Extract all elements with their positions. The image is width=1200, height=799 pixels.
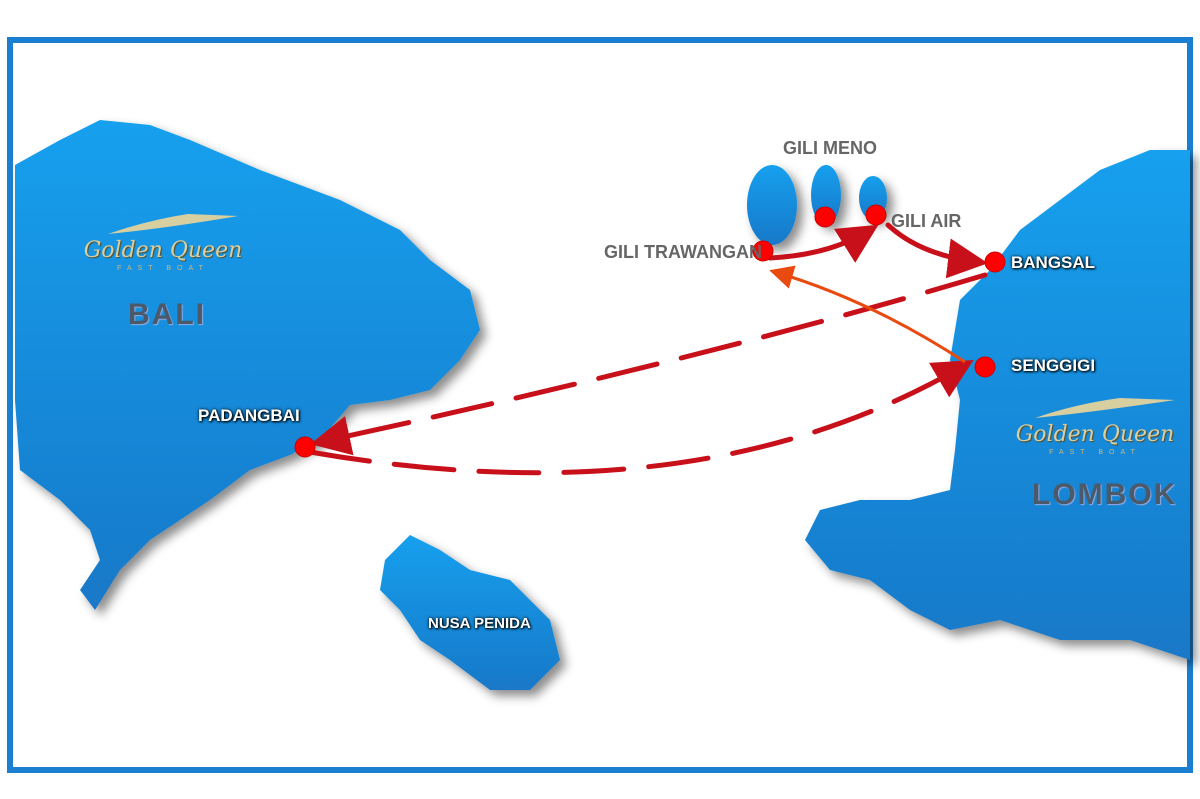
label-senggigi: SENGGIGI <box>1011 356 1096 375</box>
label-gili-meno: GILI MENO <box>783 138 877 158</box>
label-bangsal: BANGSAL <box>1011 253 1096 272</box>
route-bangsal-padangbai <box>310 272 988 456</box>
label-lombok: LOMBOK <box>1032 478 1178 511</box>
route-trawangan-gili-air <box>767 224 879 263</box>
marker-padangbai[interactable] <box>294 436 316 458</box>
boat-icon <box>1035 398 1175 418</box>
label-gili-air: GILI AIR <box>891 211 962 231</box>
marker-gili-trawangan[interactable] <box>752 240 774 262</box>
lombok-island <box>805 150 1190 660</box>
marker-bangsal[interactable] <box>984 251 1006 273</box>
label-gili-trawangan: GILI TRAWANGAN <box>604 242 762 262</box>
boat-icon <box>108 214 238 234</box>
route-gili-air-bangsal <box>885 222 988 279</box>
label-nusa-penida: NUSA PENIDA <box>428 615 531 632</box>
marker-gili-meno[interactable] <box>814 206 836 228</box>
label-bali: BALI <box>128 298 206 331</box>
route-senggigi-trawangan <box>769 265 966 364</box>
gili-trawangan-island <box>747 165 797 245</box>
bali-island <box>15 120 480 610</box>
label-padangbai: PADANGBAI <box>198 406 300 425</box>
route-padangbai-senggigi <box>307 359 974 476</box>
golden-queen-logo-bali: Golden Queen FAST BOAT <box>68 208 258 273</box>
marker-senggigi[interactable] <box>974 356 996 378</box>
golden-queen-logo-lombok: Golden Queen FAST BOAT <box>995 392 1195 457</box>
marker-gili-air[interactable] <box>865 204 887 226</box>
nusa-penida-island <box>380 535 560 690</box>
